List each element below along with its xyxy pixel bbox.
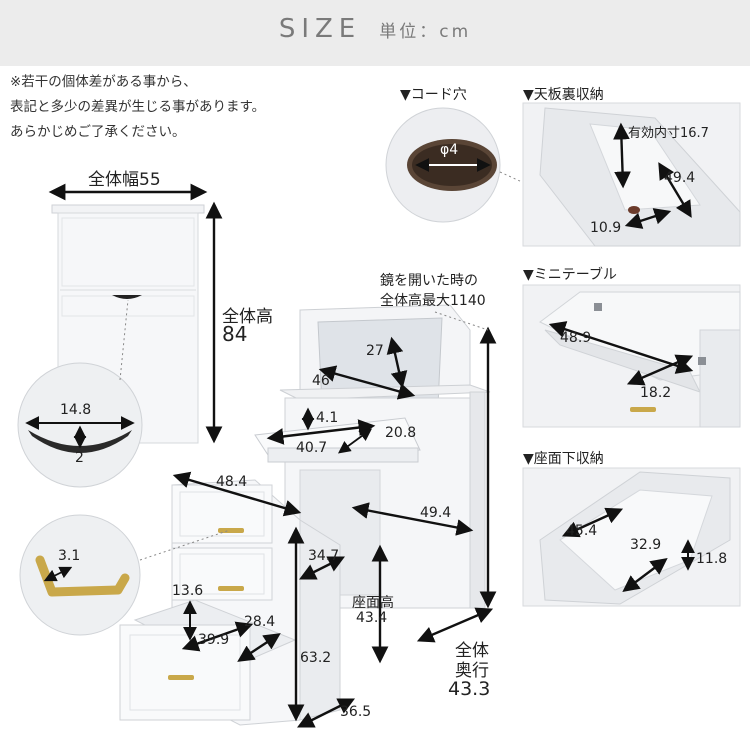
under-seat-depth: 32.9	[630, 537, 662, 553]
tray-height-label: 4.1	[316, 410, 339, 426]
note-line-2: 表記と多少の差異が生じる事があります。	[10, 99, 266, 115]
gold-handle-circle	[19, 514, 141, 636]
drawer-height-label: 13.6	[172, 583, 204, 599]
drawer-width-label: 39.9	[198, 632, 230, 648]
under-seat-title: ▼座面下収納	[523, 451, 604, 467]
unit-label: 単位：cm	[379, 22, 472, 42]
top-storage-title: ▼天板裏収納	[523, 87, 604, 103]
under-seat-height: 11.8	[696, 551, 728, 567]
note-line-3: あらかじめご了承ください。	[10, 124, 186, 140]
mini-table-title: ▼ミニテーブル	[523, 267, 617, 283]
total-depth-label-1: 全体	[455, 641, 489, 661]
mirror-width-label: 46	[312, 373, 330, 389]
cabinet-depth-label: 36.5	[340, 704, 372, 720]
note-line-1: ※若干の個体差がある事から、	[10, 74, 197, 90]
seat-height-value: 43.4	[356, 610, 388, 626]
cabinet-height-label: 63.2	[300, 650, 332, 666]
total-depth-label-2: 奥行	[455, 661, 489, 681]
mirror-height-label: 27	[366, 343, 384, 359]
total-height-label: 全体高	[222, 307, 273, 327]
top-storage-illustration	[522, 102, 741, 247]
tray-width-label: 40.7	[296, 440, 328, 456]
knee-depth-label: 49.4	[420, 505, 452, 521]
drawer-depth-label: 28.4	[244, 614, 276, 630]
cabinet-top-width: 48.4	[216, 474, 248, 490]
handle-size-label: 3.1	[58, 548, 81, 564]
under-seat-width: 45.4	[566, 523, 598, 539]
cord-hole-diameter: φ4	[440, 142, 459, 158]
mini-table-width: 48.9	[560, 330, 592, 346]
total-height-value: 84	[222, 322, 248, 346]
size-title: SIZE	[278, 14, 362, 44]
cord-hole-illustration	[385, 107, 501, 223]
mirror-open-note-1: 鏡を開いた時の	[380, 273, 478, 289]
handle-detail-circle	[17, 362, 143, 488]
header-bar	[0, 0, 750, 66]
top-storage-depth: 49.4	[664, 170, 696, 186]
total-depth-value: 43.3	[448, 678, 491, 700]
top-storage-width: 10.9	[590, 220, 622, 236]
tray-depth-label: 20.8	[385, 425, 417, 441]
mirror-open-note-2: 全体高最大1140	[380, 293, 486, 309]
size-heading: SIZE 単位：cm	[0, 14, 750, 44]
top-storage-inner-label: 有効内寸16.7	[628, 126, 709, 141]
cabinet-inner-width: 34.7	[308, 548, 340, 564]
under-seat-illustration	[522, 467, 741, 607]
handle-width-label: 14.8	[60, 402, 92, 418]
mini-table-illustration	[522, 284, 741, 428]
disclaimer-note: ※若干の個体差がある事から、 表記と多少の差異が生じる事があります。 あらかじめ…	[10, 70, 340, 145]
seat-height-label: 座面高	[352, 595, 394, 611]
handle-depth-label: 2	[75, 450, 84, 466]
cord-hole-title: ▼コード穴	[400, 87, 467, 103]
mini-table-depth: 18.2	[640, 385, 672, 401]
total-width-label: 全体幅55	[88, 170, 161, 190]
